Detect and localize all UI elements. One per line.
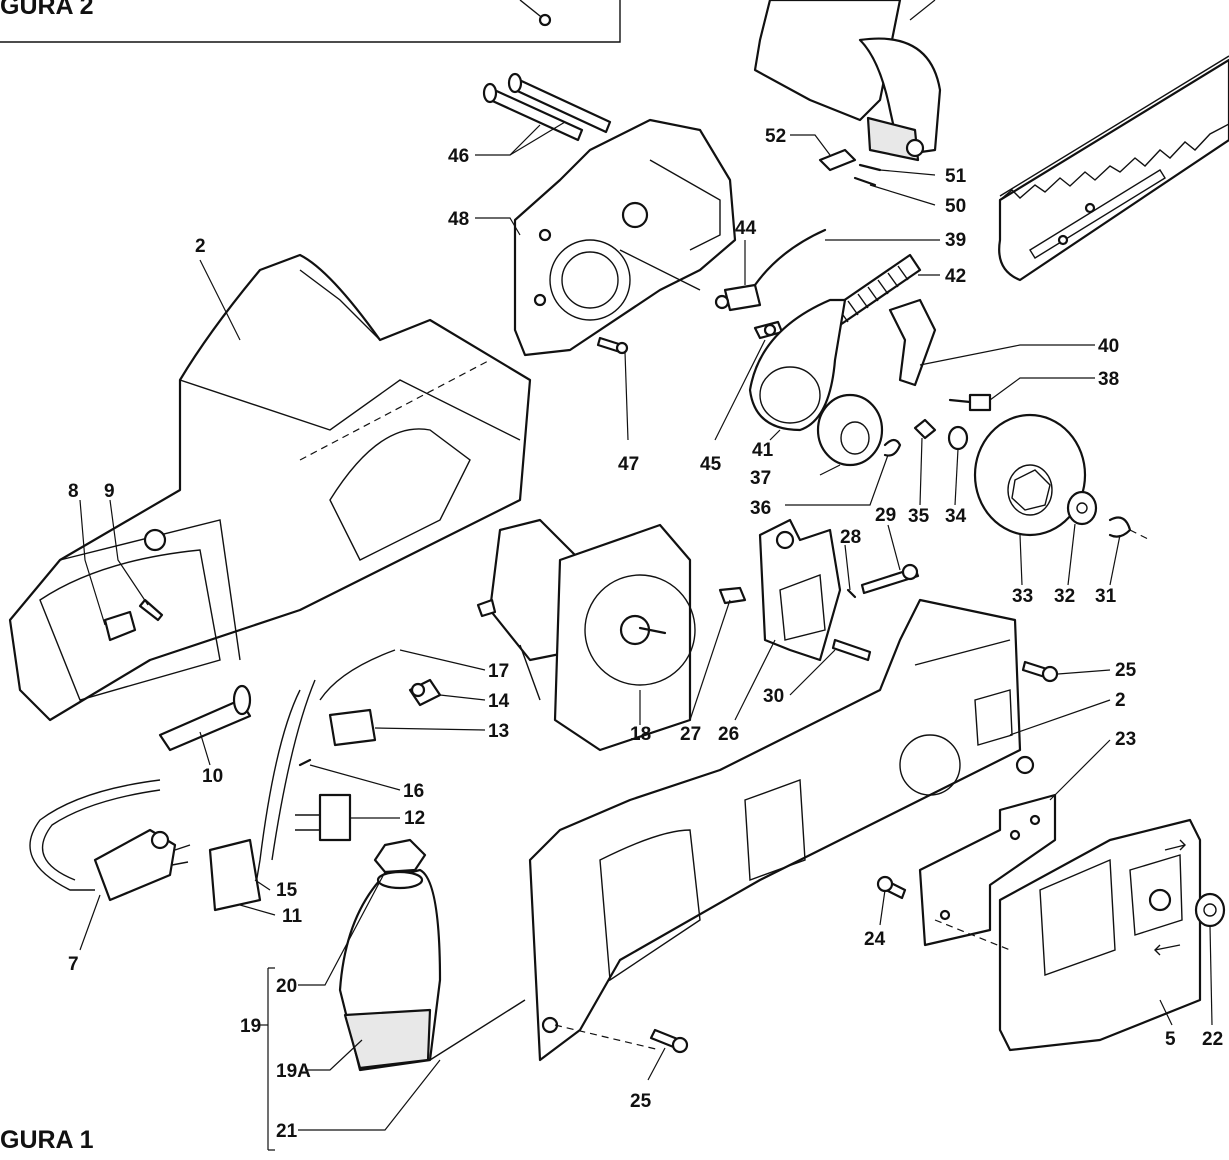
chain-cover-5 xyxy=(934,818,1226,1052)
clutch-drum-assembly xyxy=(973,413,1151,586)
callout-38: 38 xyxy=(1098,369,1119,390)
callout-21: 21 xyxy=(276,1121,298,1142)
electrical-components xyxy=(158,649,486,916)
oil-tank-assembly xyxy=(260,838,526,1151)
callout-20: 20 xyxy=(276,976,297,997)
callout-48: 48 xyxy=(448,209,469,230)
callout-45: 45 xyxy=(700,454,722,475)
bar-guide-assembly xyxy=(753,0,942,162)
callout-47: 47 xyxy=(618,454,639,475)
callout-51: 51 xyxy=(945,166,967,187)
callout-52: 52 xyxy=(765,126,786,147)
oil-tube-and-fittings xyxy=(596,228,940,441)
part-7-power-plug xyxy=(29,779,191,951)
callout-26: 26 xyxy=(718,724,739,745)
figure-1-title: GURA 1 xyxy=(0,1126,94,1154)
callout-32: 32 xyxy=(1054,586,1075,607)
bracket-26-30 xyxy=(689,518,920,721)
callout-12: 12 xyxy=(404,808,425,829)
figure-2-title: GURA 2 xyxy=(0,0,94,20)
callout-23: 23 xyxy=(1115,729,1136,750)
part-18-motor xyxy=(476,518,696,752)
callout-27: 27 xyxy=(680,724,701,745)
callout-5: 5 xyxy=(1165,1029,1176,1050)
callout-14: 14 xyxy=(488,691,510,712)
callout-25-bottom: 25 xyxy=(630,1091,652,1112)
callout-44: 44 xyxy=(735,218,757,239)
callout-42: 42 xyxy=(945,266,966,287)
chain-and-bar xyxy=(998,55,1229,282)
part-48-drive-housing xyxy=(475,118,737,357)
callout-50: 50 xyxy=(945,196,966,217)
callout-8: 8 xyxy=(68,481,79,502)
part-2-main-housing xyxy=(8,253,532,722)
part-46-bolts xyxy=(475,72,612,156)
part-2-side-cover xyxy=(528,598,1111,1062)
callout-35: 35 xyxy=(908,506,930,527)
plate-23-and-screws xyxy=(647,660,1111,1081)
callout-46: 46 xyxy=(448,146,469,167)
callout-29: 29 xyxy=(875,505,896,526)
callout-25-top: 25 xyxy=(1115,660,1137,681)
callout-19: 19 xyxy=(240,1016,261,1037)
callout-18: 18 xyxy=(630,724,651,745)
callout-10: 10 xyxy=(202,766,223,787)
figure-2-inset: GURA 2 xyxy=(0,0,621,43)
callout-41: 41 xyxy=(752,440,774,461)
parts-50-51-52-pins xyxy=(790,134,936,206)
callout-22: 22 xyxy=(1202,1029,1223,1050)
brake-spring-and-band xyxy=(748,253,1095,441)
callout-30: 30 xyxy=(763,686,784,707)
callout-40: 40 xyxy=(1098,336,1119,357)
callout-2-cover: 2 xyxy=(1115,690,1126,711)
callout-9: 9 xyxy=(104,481,115,502)
callout-2-housing: 2 xyxy=(195,236,206,257)
sprocket-small-assembly xyxy=(785,377,1095,506)
callout-19a: 19A xyxy=(276,1061,311,1082)
callout-17: 17 xyxy=(488,661,509,682)
callout-34: 34 xyxy=(945,506,967,527)
callout-31: 31 xyxy=(1095,586,1117,607)
callout-24: 24 xyxy=(864,929,886,950)
callout-15: 15 xyxy=(276,880,298,901)
callout-labels: 2 8 9 10 11 12 13 14 15 16 17 18 27 26 3… xyxy=(68,126,1223,1142)
callout-28: 28 xyxy=(840,527,861,548)
callout-36: 36 xyxy=(750,498,771,519)
callout-13: 13 xyxy=(488,721,509,742)
callout-7: 7 xyxy=(68,954,79,975)
callout-33: 33 xyxy=(1012,586,1033,607)
callout-37: 37 xyxy=(750,468,771,489)
callout-39: 39 xyxy=(945,230,966,251)
callout-11: 11 xyxy=(282,906,303,927)
parts-8-9-clamp xyxy=(79,499,164,642)
callout-16: 16 xyxy=(403,781,424,802)
